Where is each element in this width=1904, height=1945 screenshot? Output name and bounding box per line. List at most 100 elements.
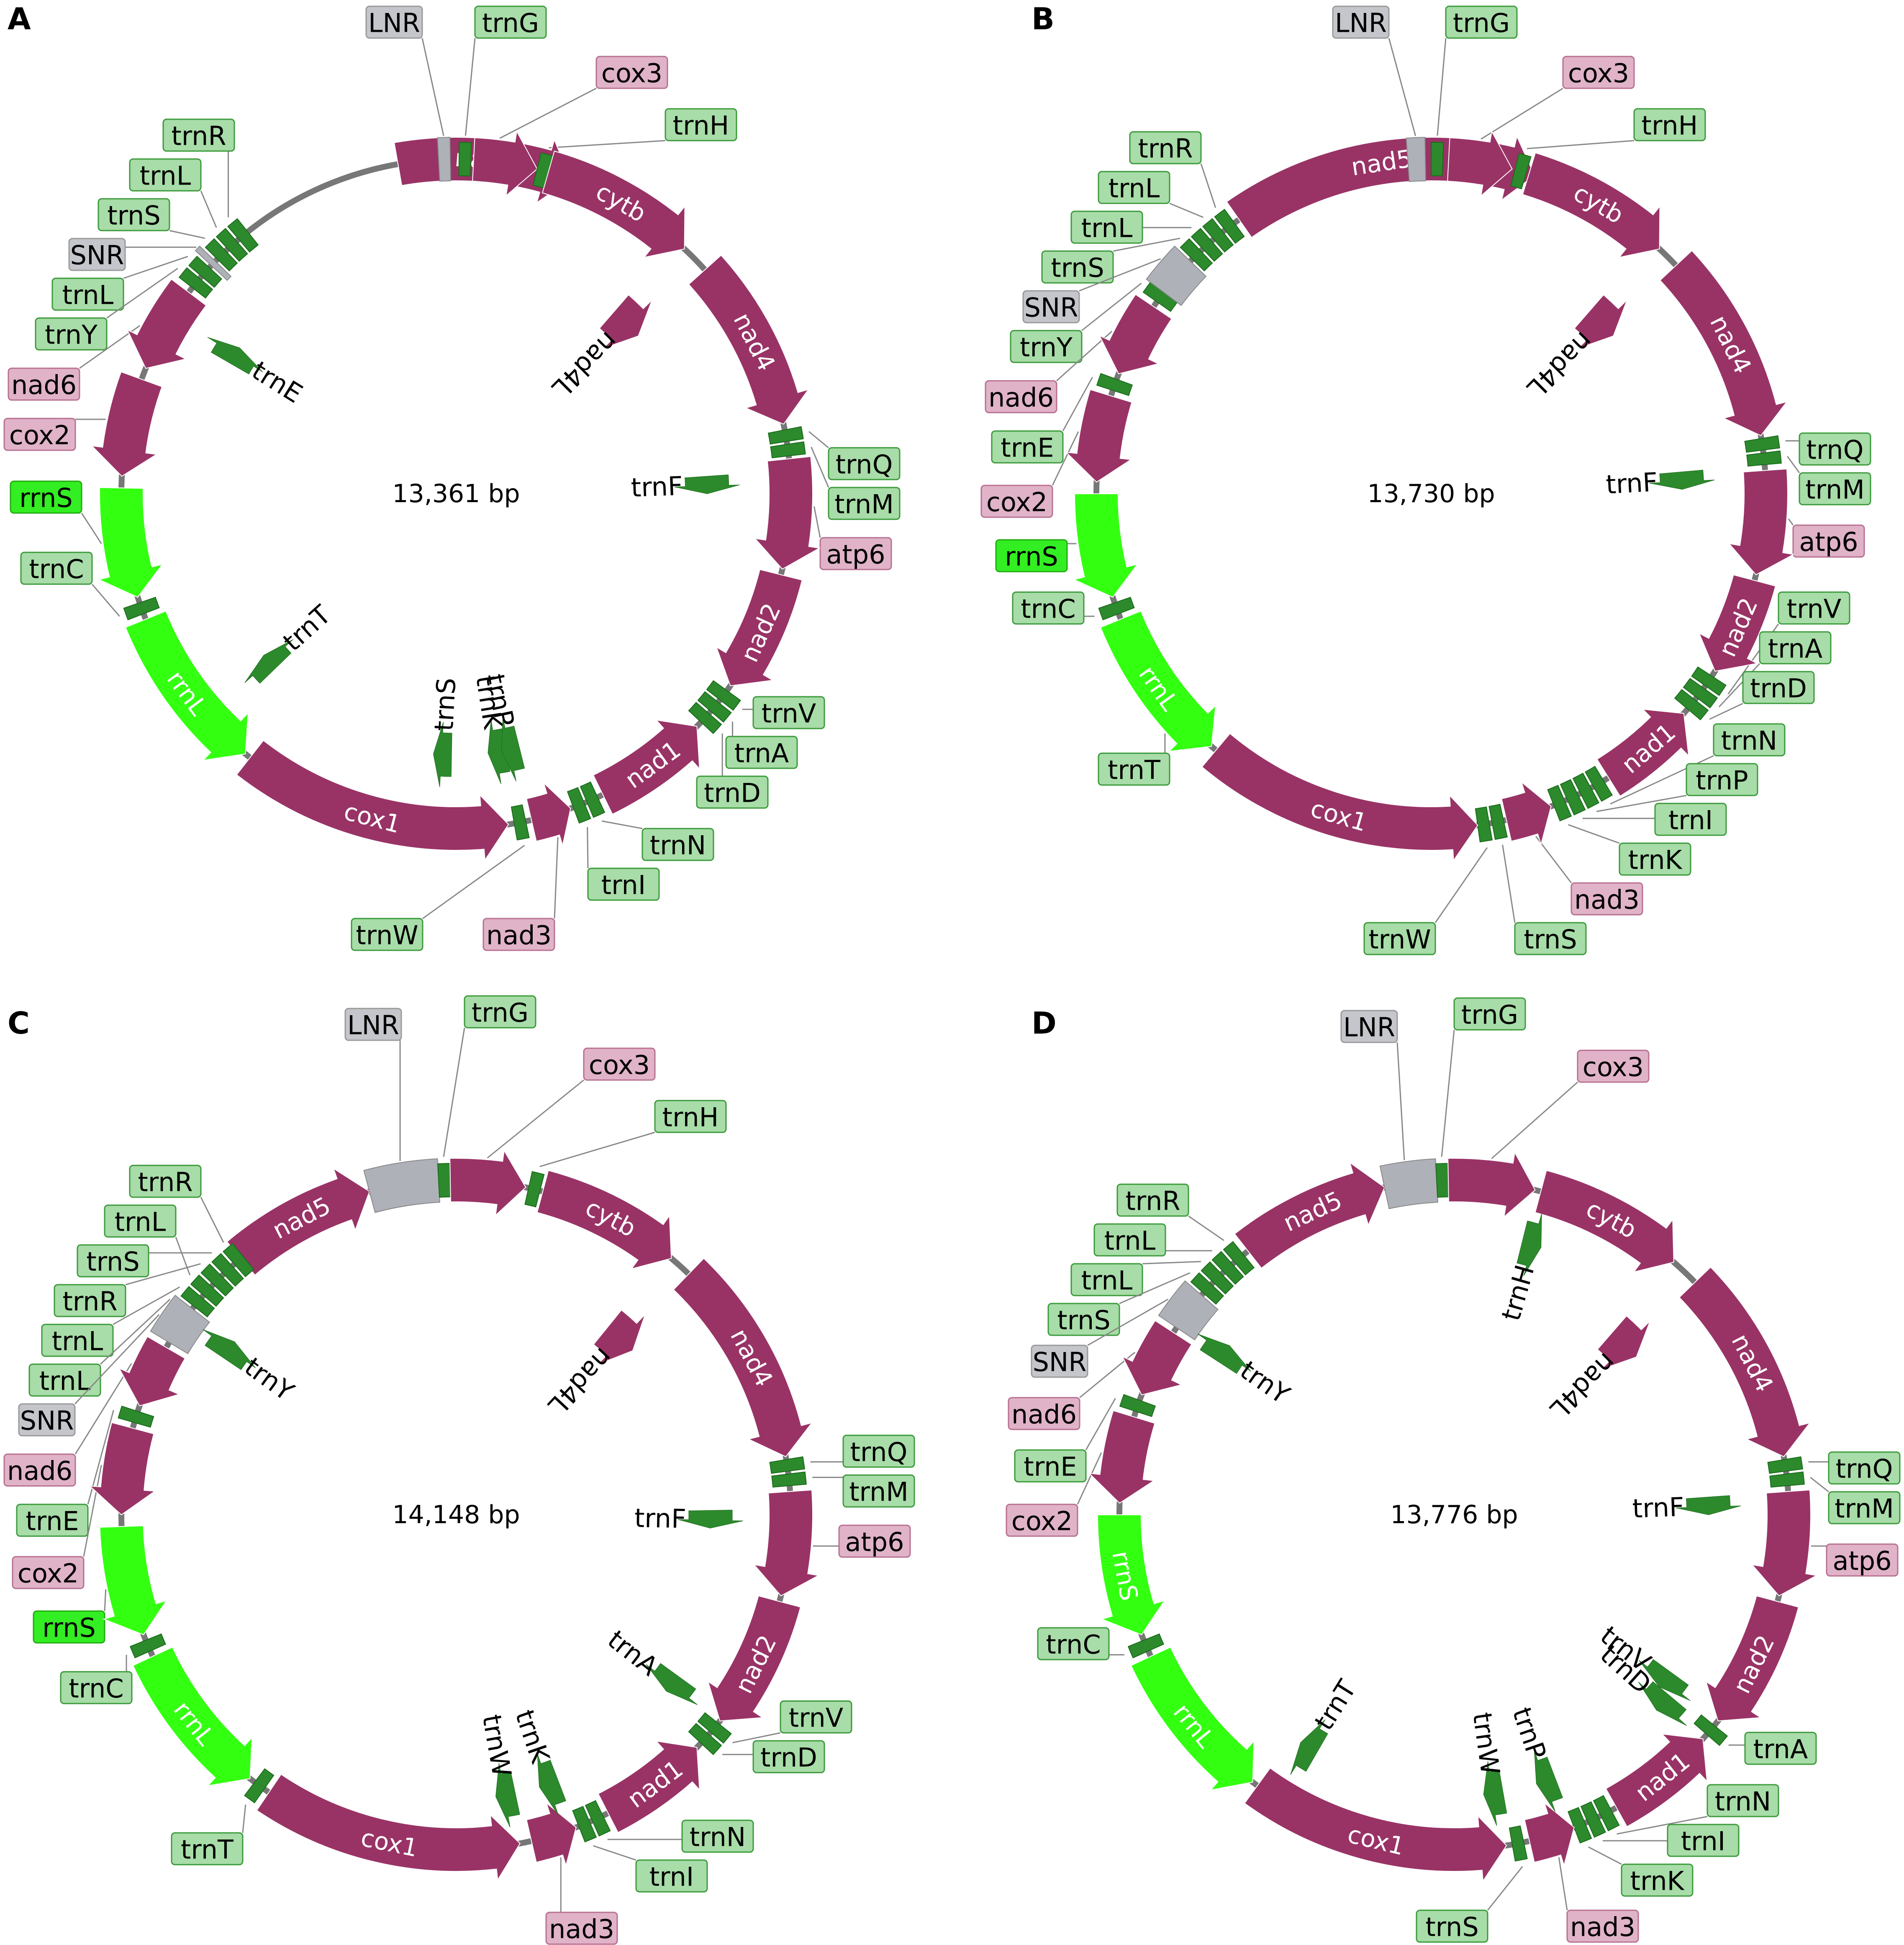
rrnS-label: rrnS xyxy=(42,1613,95,1643)
trnF-inner-feature: trnF xyxy=(634,1503,743,1534)
trnD-trna xyxy=(1674,689,1709,721)
SNR-region xyxy=(195,245,232,281)
leader-line xyxy=(1617,1816,1708,1835)
inner-label: nad4L xyxy=(542,1342,619,1422)
trnW-trna xyxy=(495,1763,520,1828)
leader-line xyxy=(1113,237,1180,252)
leader-line xyxy=(811,446,829,488)
trnH-label-box xyxy=(654,1100,727,1133)
leader-line xyxy=(74,1314,160,1405)
trnF-inner-feature: trnF xyxy=(1632,1491,1741,1524)
cox2-label-box xyxy=(3,418,76,451)
trnP-label: trnP xyxy=(1696,765,1748,796)
trnY-inner-feature: trnY xyxy=(1197,1334,1295,1410)
inner-label: trnF xyxy=(634,1503,686,1534)
trnE-label-box xyxy=(16,1504,89,1537)
LNR-label-box xyxy=(1332,5,1390,39)
genome-size: 14,148 bp xyxy=(392,1500,520,1529)
trnS-label-box xyxy=(1041,250,1114,284)
SNR-region xyxy=(1146,245,1207,306)
trnF-trna xyxy=(1649,470,1715,490)
trnG-trna xyxy=(437,1163,451,1198)
trnQ-label-box xyxy=(842,1434,915,1468)
cox2-label-box xyxy=(12,1556,85,1589)
nad4L-gene xyxy=(600,295,651,348)
trnE-label: trnE xyxy=(1001,433,1054,463)
trnS-label-box xyxy=(1047,1303,1120,1336)
trnS-trna xyxy=(1509,1825,1528,1862)
trnR-trna xyxy=(1214,209,1245,244)
nad6-gene xyxy=(1098,294,1173,375)
trnR-label-box xyxy=(1129,131,1202,164)
rrnL-gene xyxy=(1130,1646,1255,1791)
trnY-label: trnY xyxy=(45,320,98,350)
leader-line xyxy=(1596,795,1687,812)
trnR-label: trnR xyxy=(62,1286,117,1317)
panel-letter: C xyxy=(8,1006,30,1041)
leader-line xyxy=(1491,1081,1578,1159)
trnD-label-box xyxy=(696,775,769,809)
trnD-label-box xyxy=(1742,671,1815,704)
trnI-label-box xyxy=(1654,803,1727,836)
trnP-inner-feature: trnP xyxy=(1506,1704,1563,1812)
trnD-trna xyxy=(688,702,722,734)
cox3-label: cox3 xyxy=(589,1050,650,1080)
trnE-trna xyxy=(207,337,263,375)
leader-line xyxy=(1487,1866,1523,1911)
leader-line xyxy=(443,1027,465,1157)
trnE-trna xyxy=(118,1406,154,1428)
leader-line xyxy=(1142,1261,1201,1265)
leader-line xyxy=(1588,1846,1622,1865)
trnH-trna xyxy=(524,1171,545,1208)
nad3-label: nad3 xyxy=(1574,885,1640,915)
trnM-label: trnM xyxy=(834,489,894,520)
SNR-label-box xyxy=(1031,1345,1088,1378)
trnV-trna xyxy=(706,680,741,711)
trnL-label: trnL xyxy=(52,1326,103,1357)
leader-line xyxy=(593,1845,636,1861)
trnP-trna xyxy=(1534,1750,1563,1812)
inner-label: trnT xyxy=(1309,1674,1363,1735)
trnG-label: trnG xyxy=(1453,8,1510,38)
trnH-trna xyxy=(1510,153,1532,190)
trnR-label: trnR xyxy=(138,1167,192,1198)
trnH-label-box xyxy=(665,108,737,141)
trnQ-label: trnQ xyxy=(836,449,893,480)
nad1-gene xyxy=(1596,708,1689,797)
trnW-inner-feature: trnW xyxy=(476,1712,520,1828)
LNR-region xyxy=(1406,137,1426,182)
trnR-trna xyxy=(227,218,259,253)
atp6-label-box xyxy=(1826,1543,1899,1577)
SNR-region xyxy=(1158,1280,1219,1341)
trnT-trna xyxy=(244,1768,275,1804)
nad4L-gene xyxy=(1598,1316,1649,1369)
trnQ-trna xyxy=(767,426,804,445)
trnL-label-box xyxy=(1098,171,1170,204)
trnE-label: trnE xyxy=(26,1506,79,1537)
trnL-trna xyxy=(216,228,248,262)
cox3-label-box xyxy=(1577,1049,1650,1083)
LNR-label: LNR xyxy=(1335,8,1387,38)
cox2-label-box xyxy=(980,485,1053,518)
leader-line xyxy=(200,1197,224,1243)
leader-line xyxy=(422,845,525,919)
leader-line xyxy=(1810,1477,1829,1493)
leader-line xyxy=(1558,1857,1568,1911)
leader-line xyxy=(1709,703,1743,720)
leader-line xyxy=(200,190,217,228)
trnW-trna xyxy=(511,804,530,841)
cytb-gene xyxy=(541,150,685,258)
trnD-label-box xyxy=(752,1740,825,1773)
trnN-trna xyxy=(585,1800,611,1837)
trnN-label-box xyxy=(1713,723,1786,757)
trnV-label-box xyxy=(1778,591,1850,625)
trnI-label: trnI xyxy=(1681,1826,1725,1857)
genome-size: 13,730 bp xyxy=(1367,479,1495,508)
nad3-label-box xyxy=(1566,1909,1639,1943)
trnE-trna xyxy=(1096,373,1133,396)
trnA-label: trnA xyxy=(1753,1734,1808,1765)
trnW-trna xyxy=(1475,806,1493,842)
trnN-trna xyxy=(1585,766,1613,802)
trnS-inner-feature: trnS xyxy=(429,677,462,788)
trnL-label-box xyxy=(51,277,124,311)
